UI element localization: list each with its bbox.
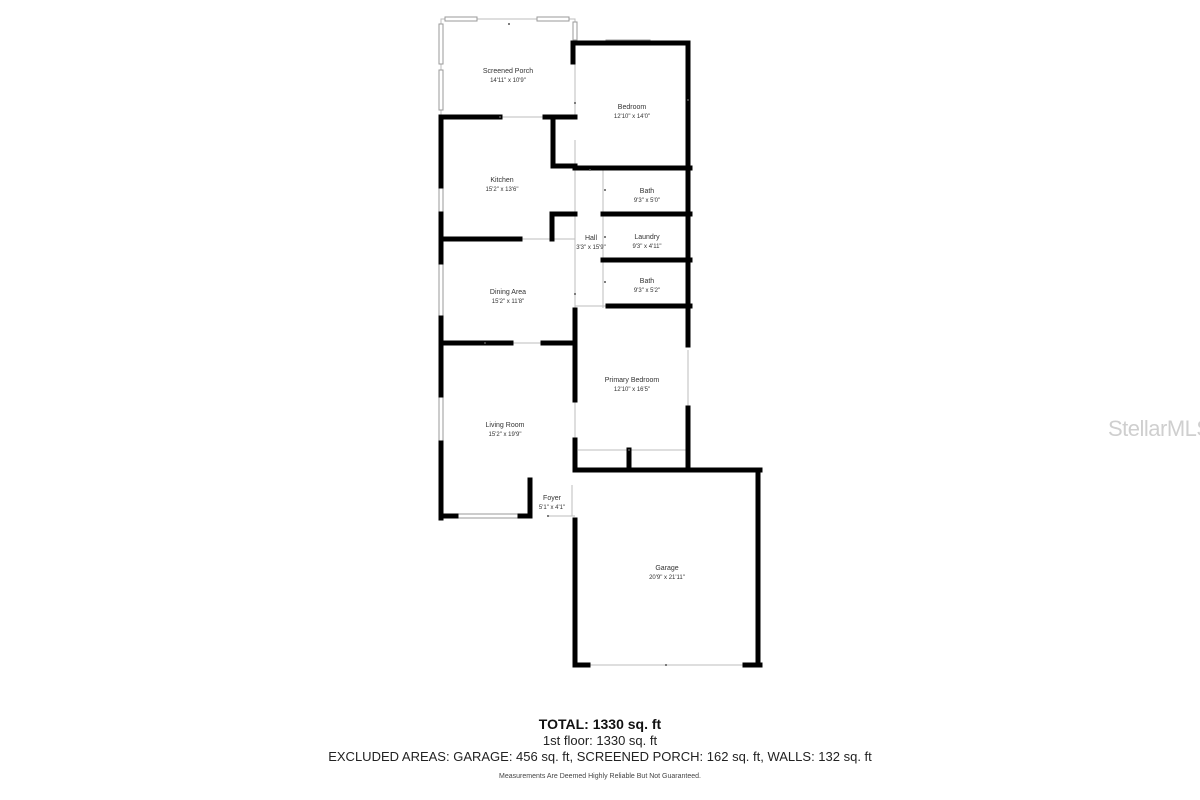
room-foyer: Foyer 5'1" x 4'1" xyxy=(539,495,565,511)
room-name: Laundry xyxy=(634,234,660,241)
room-name: Living Room xyxy=(486,422,525,429)
door-markers xyxy=(484,23,689,666)
room-bath-upper: Bath 9'3" x 5'0" xyxy=(634,188,660,204)
room-screened-porch: Screened Porch 14'11" x 10'9" xyxy=(483,68,533,84)
room-name: Screened Porch xyxy=(483,68,533,75)
disclaimer: Measurements Are Deemed Highly Reliable … xyxy=(499,773,701,780)
room-name: Kitchen xyxy=(490,177,513,184)
room-dimensions: 9'3" x 4'11" xyxy=(632,244,661,250)
room-primary-bedroom: Primary Bedroom 12'10" x 16'5" xyxy=(605,377,660,393)
floor-area: 1st floor: 1330 sq. ft xyxy=(542,733,658,748)
total-area: TOTAL: 1330 sq. ft xyxy=(538,716,662,732)
watermark-logo: StellarMLS xyxy=(1108,416,1200,441)
room-dimensions: 14'11" x 10'9" xyxy=(490,78,526,84)
room-bath-lower: Bath 9'3" x 5'2" xyxy=(634,278,660,294)
excluded-areas: EXCLUDED AREAS: GARAGE: 456 sq. ft, SCRE… xyxy=(328,749,872,764)
room-name: Bath xyxy=(640,188,655,195)
windows xyxy=(438,16,691,519)
room-laundry: Laundry 9'3" x 4'11" xyxy=(632,234,661,250)
room-dimensions: 12'10" x 14'0" xyxy=(614,114,650,120)
room-dimensions: 15'2" x 11'8" xyxy=(492,299,524,305)
room-dimensions: 5'1" x 4'1" xyxy=(539,505,565,511)
exterior-walls xyxy=(438,40,763,668)
room-dimensions: 12'10" x 16'5" xyxy=(614,387,650,393)
room-dining-area: Dining Area 15'2" x 11'8" xyxy=(490,289,526,305)
floor-plan: Screened Porch 14'11" x 10'9" Bedroom 12… xyxy=(438,16,763,668)
room-garage: Garage 20'9" x 21'11" xyxy=(649,565,685,581)
room-name: Garage xyxy=(655,565,678,572)
room-name: Bedroom xyxy=(618,104,647,111)
room-dimensions: 15'2" x 13'6" xyxy=(486,187,519,193)
room-dimensions: 3'3" x 15'9" xyxy=(576,245,606,251)
room-hall: Hall 3'3" x 15'9" xyxy=(576,235,606,251)
room-name: Primary Bedroom xyxy=(605,377,660,384)
room-kitchen: Kitchen 15'2" x 13'6" xyxy=(486,177,519,193)
room-dimensions: 9'3" x 5'2" xyxy=(634,288,660,294)
room-name: Dining Area xyxy=(490,289,526,296)
room-dimensions: 15'2" x 19'9" xyxy=(489,432,522,438)
room-dimensions: 20'9" x 21'11" xyxy=(649,575,685,581)
room-name: Hall xyxy=(585,235,598,242)
room-dimensions: 9'3" x 5'0" xyxy=(634,198,660,204)
room-name: Bath xyxy=(640,278,655,285)
room-bedroom: Bedroom 12'10" x 14'0" xyxy=(614,104,650,120)
room-living-room: Living Room 15'2" x 19'9" xyxy=(486,422,525,438)
room-name: Foyer xyxy=(543,495,562,502)
